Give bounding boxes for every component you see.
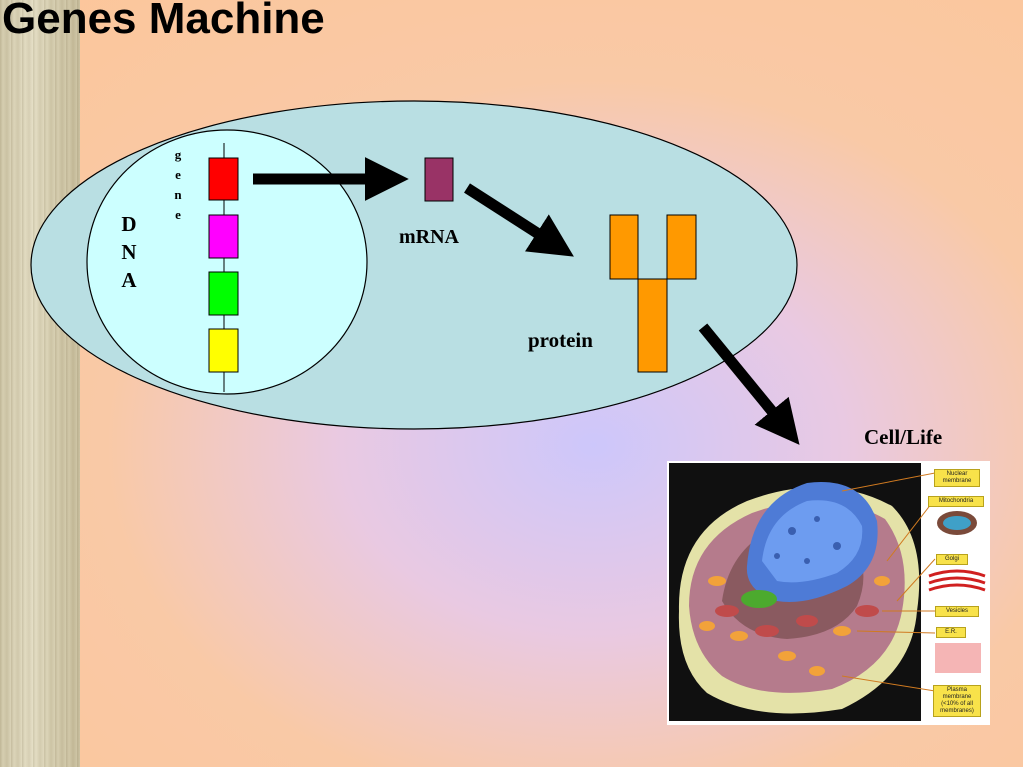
gene-segment-magenta — [208, 214, 239, 259]
callout-nuclear-membrane: Nuclear membrane — [934, 469, 980, 487]
gene-segment-red — [208, 157, 239, 201]
callout-vesicles: Vesicles — [935, 606, 979, 617]
callout-er: E.R. — [936, 627, 966, 638]
gene-segment-green — [208, 271, 239, 316]
gene-segment-yellow — [208, 328, 239, 373]
arrow-mrna-to-protein — [464, 183, 574, 257]
nucleus-ellipse — [86, 129, 368, 395]
mrna-label: mRNA — [399, 226, 459, 248]
callout-golgi: Golgi — [936, 554, 968, 565]
cell-illustration: Nuclear membrane Mitochondria Golgi Vesi… — [667, 461, 990, 725]
mrna-block — [424, 157, 454, 202]
arrow-protein-to-cell — [698, 323, 800, 445]
gene-label: gene — [174, 147, 182, 222]
protein-label: protein — [528, 328, 593, 352]
dna-label: DNA — [121, 212, 137, 292]
cell-life-label: Cell/Life — [864, 425, 943, 449]
protein-shape — [609, 214, 697, 373]
callout-plasma-membrane: Plasma membrane (<10% of all membranes) — [933, 685, 981, 717]
callout-mitochondria: Mitochondria — [928, 496, 984, 507]
slide-title: Genes Machine — [2, 0, 325, 43]
wood-texture-sidebar — [0, 0, 80, 767]
